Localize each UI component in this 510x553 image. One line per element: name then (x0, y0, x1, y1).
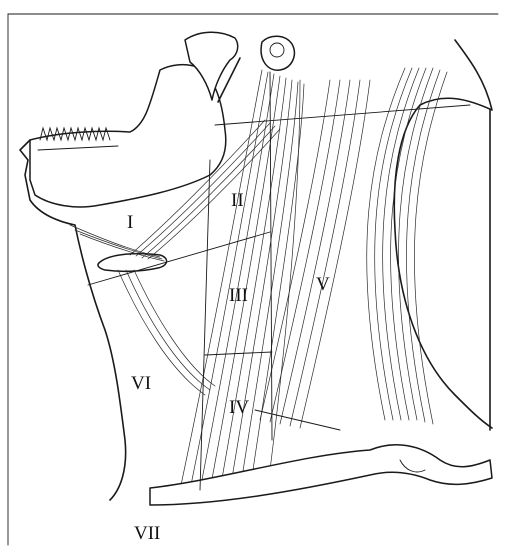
level-I-label: I (127, 212, 133, 233)
scalene-muscles (260, 80, 370, 428)
level-VI-label: VI (131, 373, 151, 394)
level-III-label: III (229, 285, 248, 306)
level-VII-label: VII (134, 523, 160, 544)
mastoid-process (261, 36, 294, 70)
level-II-label: II (231, 190, 244, 211)
level-V-label: V (316, 274, 330, 295)
posterior-neck-contour (394, 40, 492, 428)
level-IV-label: IV (229, 397, 249, 418)
